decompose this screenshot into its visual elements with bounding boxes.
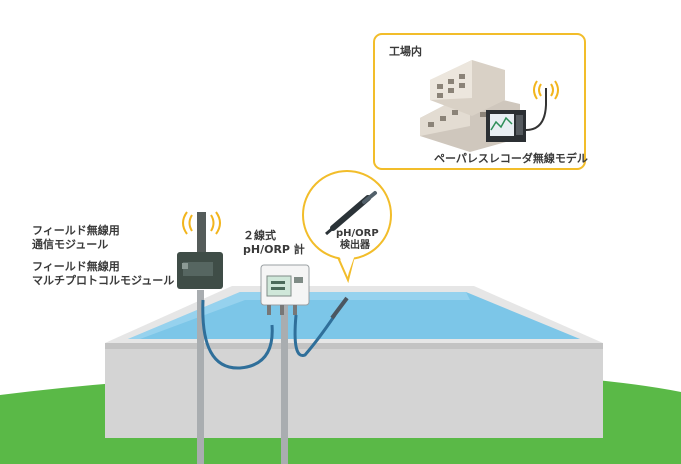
- comm-module-label-line1: フィールド無線用: [32, 224, 120, 237]
- comm-module-label-line2: 通信モジュール: [32, 238, 109, 251]
- sensor-label-line2: 検出器: [340, 240, 370, 251]
- paperless-recorder-label: ペーパレスレコーダ無線モデル: [434, 152, 588, 165]
- sensor-cable: [293, 314, 337, 357]
- sensor-label-line1: pH/ORP: [336, 228, 379, 239]
- factory-label: 工場内: [389, 45, 422, 58]
- sensor-callout: [302, 170, 392, 284]
- wireless-signal-icon: [182, 211, 221, 235]
- meter-pole: [281, 300, 288, 464]
- module-pole: [197, 290, 204, 464]
- sensor-in-water: [330, 296, 349, 320]
- sensor-probe-icon: [325, 191, 377, 236]
- two-wire-label-line1: ２線式: [243, 229, 276, 242]
- two-wire-label-line2: pH/ORP 計: [243, 243, 305, 256]
- ph-orp-meter: [260, 264, 310, 315]
- multiprotocol-label-line2: マルチプロトコルモジュール: [32, 274, 175, 287]
- wireless-module: [177, 212, 223, 289]
- module-cable: [201, 299, 274, 370]
- water-tank: [105, 286, 603, 438]
- multiprotocol-label-line1: フィールド無線用: [32, 260, 120, 273]
